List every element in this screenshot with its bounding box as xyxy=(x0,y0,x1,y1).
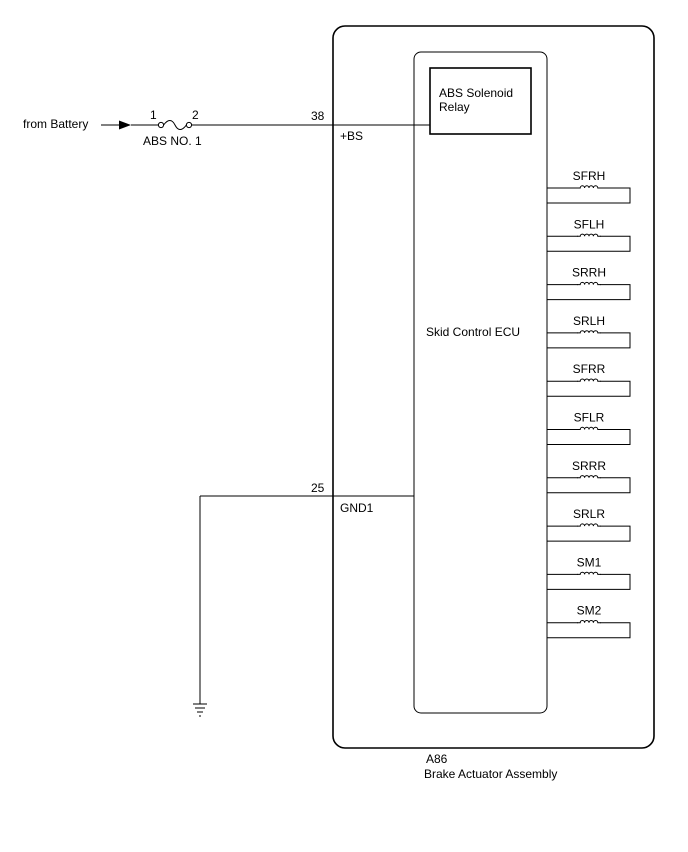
bs-terminal-name: +BS xyxy=(340,129,363,143)
coil-icon xyxy=(577,620,601,624)
coil-icon xyxy=(577,426,601,430)
solenoid-label: SFRR xyxy=(573,362,606,376)
battery-arrow-icon xyxy=(119,120,131,130)
coil-icon xyxy=(577,185,601,189)
solenoid-wire-loop xyxy=(547,284,631,301)
solenoid-wire-loop xyxy=(547,332,631,349)
fuse-name-label: ABS NO. 1 xyxy=(143,134,202,148)
coil-icon xyxy=(577,523,601,527)
fuse-terminal-2 xyxy=(185,121,193,129)
solenoid-label: SFRH xyxy=(573,169,606,183)
abs-solenoid-relay-box xyxy=(429,67,532,135)
fuse-pin-1-label: 1 xyxy=(150,108,157,122)
solenoid-wire-loop xyxy=(547,187,631,204)
coil-icon xyxy=(577,330,601,334)
fuse-pin-2-label: 2 xyxy=(192,108,199,122)
solenoid-label: SM1 xyxy=(577,555,602,569)
solenoid-wire-loop xyxy=(547,525,631,542)
coil-icon xyxy=(577,378,601,382)
solenoid-srrr: SRRR xyxy=(547,459,631,494)
skid-control-ecu-box xyxy=(413,51,548,714)
connector-code-label: A86 xyxy=(426,752,448,766)
solenoid-label: SRRR xyxy=(572,459,606,473)
solenoid-label: SFLR xyxy=(574,411,605,425)
from-battery-label: from Battery xyxy=(23,117,88,131)
gnd-pin-number: 25 xyxy=(311,481,325,495)
fuse-element-icon xyxy=(163,120,187,130)
brake-actuator-assembly-box xyxy=(332,25,655,749)
solenoid-label: SRRH xyxy=(572,266,606,280)
solenoid-label: SM2 xyxy=(577,604,602,618)
relay-label-line2: Relay xyxy=(439,100,470,114)
solenoid-wire-loop xyxy=(547,235,631,252)
ecu-name-label: Skid Control ECU xyxy=(426,325,520,339)
bs-pin-number: 38 xyxy=(311,109,325,123)
solenoid-wire-loop xyxy=(547,429,631,445)
solenoid-label: SFLH xyxy=(574,217,605,231)
solenoid-wire-loop xyxy=(547,380,631,397)
relay-label-line1: ABS Solenoid xyxy=(439,86,513,100)
solenoid-srlh: SRLH xyxy=(547,314,631,349)
solenoid-label: SRLR xyxy=(573,507,605,521)
coil-icon xyxy=(577,233,601,237)
gnd-terminal-name: GND1 xyxy=(340,501,374,515)
solenoid-label: SRLH xyxy=(573,314,605,328)
solenoid-sm1: SM1 xyxy=(547,555,631,590)
solenoid-wire-loop xyxy=(547,477,631,494)
fuse-abs-no1 xyxy=(157,120,193,130)
coil-icon xyxy=(577,475,601,479)
ground-icon xyxy=(193,703,207,717)
solenoid-sflh: SFLH xyxy=(547,217,631,252)
coil-icon xyxy=(577,281,601,286)
solenoid-wire-loop xyxy=(547,573,631,590)
solenoid-sm2: SM2 xyxy=(547,604,631,639)
solenoid-sfrh: SFRH xyxy=(547,169,631,204)
fuse-terminal-1 xyxy=(157,121,165,129)
assembly-name-label: Brake Actuator Assembly xyxy=(424,767,557,781)
solenoid-srrh: SRRH xyxy=(547,266,631,301)
solenoid-srlr: SRLR xyxy=(547,507,631,542)
solenoid-sfrr: SFRR xyxy=(547,362,631,397)
solenoid-sflr: SFLR xyxy=(547,411,631,445)
coil-icon xyxy=(577,571,601,575)
solenoid-wire-loop xyxy=(547,622,631,639)
